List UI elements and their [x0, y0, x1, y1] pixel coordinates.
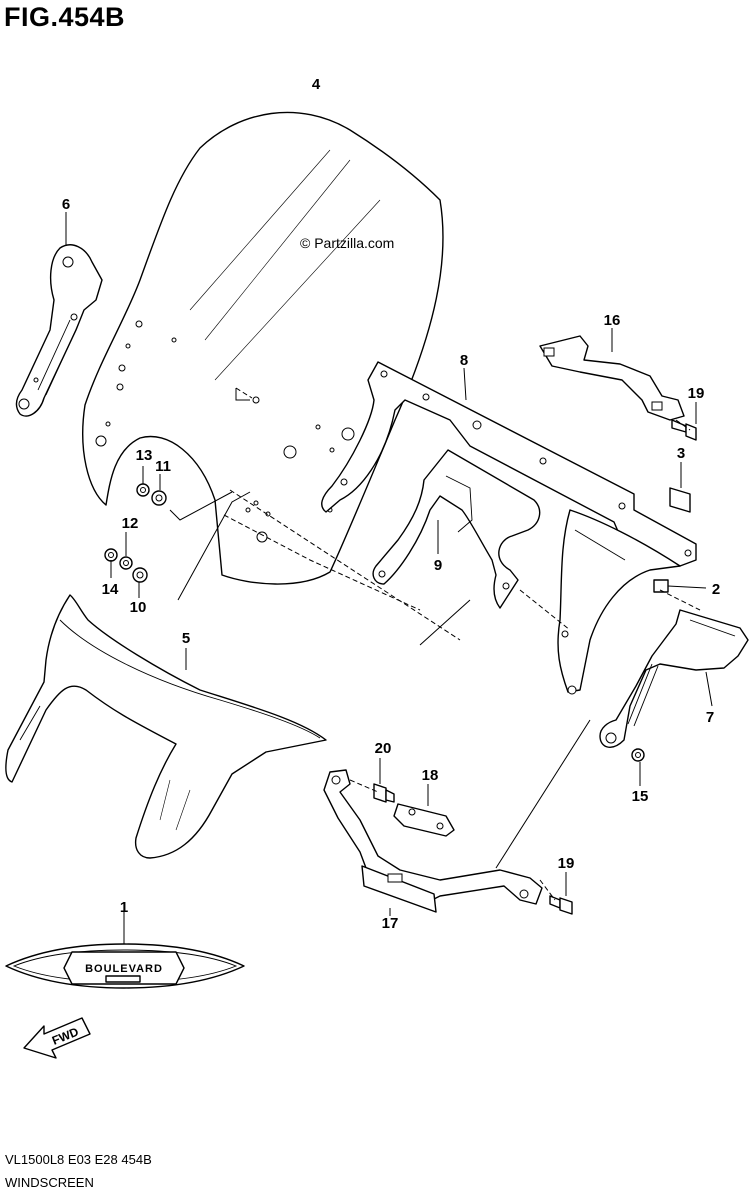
assembly-guide-lines [223, 387, 701, 901]
screw-14-part[interactable] [104, 548, 118, 562]
figure-title: FIG.454B [4, 2, 126, 32]
callout-4: 4 [312, 76, 321, 93]
model-code: VL1500L8 E03 E28 454B [5, 1152, 152, 1167]
upper-stay-part[interactable] [539, 335, 685, 421]
callout-19-lower: 19 [558, 855, 575, 872]
cushion-3-part[interactable] [669, 487, 691, 513]
bolt-upper-part[interactable] [671, 419, 697, 441]
callout-13: 13 [136, 447, 153, 464]
right-rear-stay-part[interactable] [557, 509, 681, 695]
callout-14: 14 [102, 581, 119, 598]
callout-17: 17 [382, 915, 399, 932]
callout-2: 2 [712, 581, 720, 598]
callout-labels: 1 2 3 4 5 6 7 8 9 10 11 12 13 14 15 16 1… [62, 76, 720, 932]
cushion-12-part[interactable] [119, 556, 133, 570]
fwd-arrow-icon: FWD [23, 1017, 91, 1059]
washer-10-part[interactable] [132, 567, 148, 583]
clamp-18-part[interactable] [393, 803, 455, 837]
callout-10: 10 [130, 599, 147, 616]
screw-13-part[interactable] [136, 483, 150, 497]
upper-brace-part[interactable] [321, 361, 697, 567]
center-stay-part[interactable] [372, 449, 541, 609]
callout-12: 12 [122, 515, 139, 532]
bolt-20-part[interactable] [373, 783, 395, 803]
callout-8: 8 [460, 352, 468, 369]
callout-3: 3 [677, 445, 685, 462]
callout-6: 6 [62, 196, 70, 213]
section-name: WINDSCREEN [5, 1175, 94, 1190]
callout-20: 20 [375, 740, 392, 757]
callout-11: 11 [155, 458, 171, 475]
bolt-lower-part[interactable] [549, 895, 573, 915]
callout-1: 1 [120, 899, 128, 916]
emblem-text: BOULEVARD [85, 963, 163, 975]
lower-stay-part[interactable] [323, 769, 543, 913]
watermark-text: © Partzilla.com [300, 235, 394, 251]
washer-11-part[interactable] [151, 490, 167, 506]
callout-18: 18 [422, 767, 439, 784]
windscreen-part[interactable] [82, 111, 444, 585]
callout-7: 7 [706, 709, 714, 726]
right-bracket-part[interactable] [599, 609, 749, 748]
callout-19-upper: 19 [688, 385, 705, 402]
left-bracket-part[interactable] [15, 244, 103, 417]
callout-15: 15 [632, 788, 649, 805]
callout-5: 5 [182, 630, 190, 647]
callout-9: 9 [434, 557, 442, 574]
lower-cover-part[interactable] [5, 594, 327, 859]
callout-16: 16 [604, 312, 621, 329]
emblem-part[interactable]: BOULEVARD [5, 943, 245, 989]
washer-15-part[interactable] [631, 748, 645, 762]
